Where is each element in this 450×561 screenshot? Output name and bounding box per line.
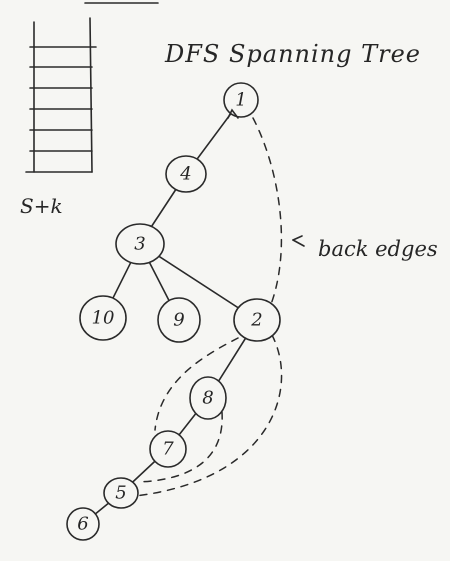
node-9: 9 — [157, 297, 201, 343]
node-6: 6 — [66, 507, 100, 541]
node-8: 8 — [189, 376, 227, 420]
node-label: 8 — [202, 388, 213, 409]
node-label: 4 — [179, 164, 191, 185]
node-label: 3 — [134, 234, 145, 255]
stack-drawing — [25, 2, 159, 173]
node-circle — [79, 295, 127, 341]
back-edge-7-2 — [154, 337, 239, 431]
node-label: 5 — [115, 483, 126, 504]
back-edge-2-1 — [252, 117, 283, 308]
node-10: 10 — [79, 295, 127, 341]
diagram-title: DFS Spanning Tree — [164, 40, 421, 68]
tree-nodes: 1 4 3 10 9 2 8 7 5 6 — [66, 82, 281, 541]
node-circle — [165, 155, 207, 193]
node-circle — [189, 376, 227, 420]
node-label: 6 — [77, 514, 88, 535]
node-circle — [157, 297, 201, 343]
node-label: 7 — [162, 439, 174, 460]
node-2: 2 — [233, 298, 281, 342]
back-edges-annotation: back edges — [292, 235, 438, 261]
node-circle — [115, 223, 165, 265]
node-1: 1 — [223, 82, 259, 118]
node-7: 7 — [149, 430, 187, 468]
back-edge-5-8 — [137, 411, 223, 483]
node-5: 5 — [103, 477, 139, 509]
node-circle — [149, 430, 187, 468]
annotation-arrow-lower — [292, 235, 303, 241]
node-circle — [233, 298, 281, 342]
node-label: 10 — [92, 308, 115, 329]
node-circle — [103, 477, 139, 509]
back-edges — [134, 117, 283, 497]
node-circle — [223, 82, 259, 118]
node-circle — [66, 507, 100, 541]
back-edges-label: back edges — [318, 237, 438, 261]
node-label: 2 — [250, 310, 262, 331]
annotation-arrow-upper — [292, 239, 305, 247]
node-label: 9 — [173, 310, 184, 331]
node-4: 4 — [165, 155, 207, 193]
arrowhead-to-node-1 — [227, 108, 239, 119]
stack-label: S+k — [20, 194, 63, 218]
back-edge-5-2 — [134, 334, 283, 497]
stack-right-wall — [89, 17, 93, 173]
node-label: 1 — [235, 90, 246, 111]
node-3: 3 — [115, 223, 165, 265]
